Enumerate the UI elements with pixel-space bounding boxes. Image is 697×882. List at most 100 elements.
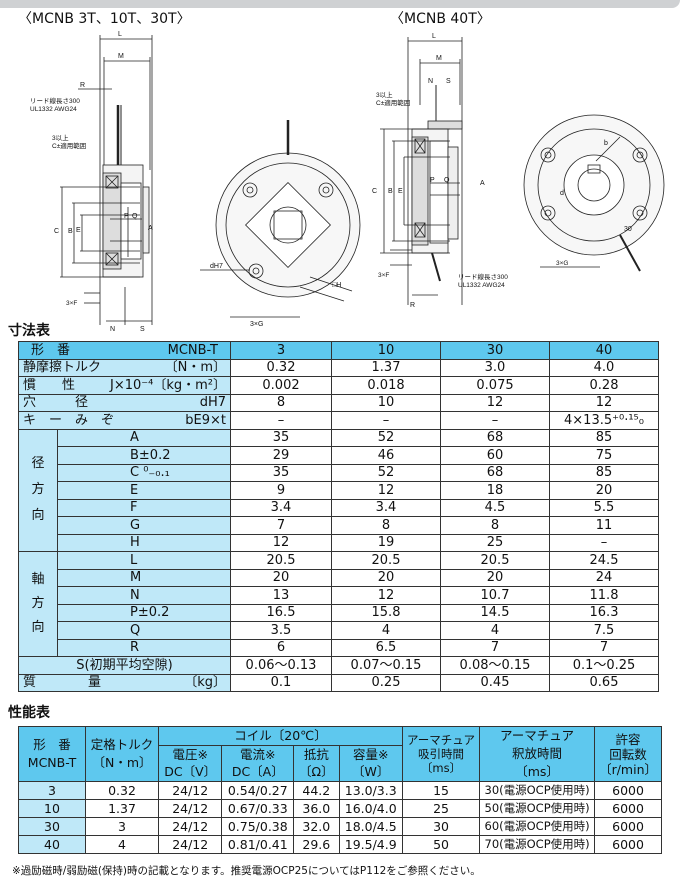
svg-text:リード線長さ300: リード線長さ300 <box>458 272 508 281</box>
cell-value: 7 <box>549 638 659 657</box>
svg-text:E: E <box>398 188 403 195</box>
radial-group-label: 径 方 向 <box>18 428 58 552</box>
right-model-title: 〈MCNB 40T〉 <box>390 11 491 27</box>
cell-value: 12 <box>440 393 550 412</box>
row-label: 質 量 <box>23 675 102 691</box>
table-row: C ⁰₋₀.₁ 35 52 68 85 <box>19 463 659 482</box>
cell-value: 4.5 <box>440 498 550 517</box>
svg-text:C: C <box>372 188 377 195</box>
svg-text:M: M <box>118 53 124 60</box>
cell-value: 52 <box>331 463 441 482</box>
model-name: MCNB-T <box>167 342 218 358</box>
header-line: 〔N・m〕 <box>92 755 152 770</box>
cell-value: 85 <box>549 428 659 447</box>
right-side-labels: L M N S 3以上 C±適用範囲 C B E P Q A 3×F R リード… <box>372 33 508 309</box>
svg-text:B: B <box>388 188 393 195</box>
cell-value: 4×13.5⁺⁰·¹⁵₀ <box>549 411 659 430</box>
svg-text:3×G: 3×G <box>556 260 568 267</box>
header-line: 抵抗 <box>303 747 329 763</box>
cell-value: 11 <box>549 516 659 535</box>
cell-value: 70(電源OCP使用時) <box>479 835 596 854</box>
col-current-header: 電流※ DC〔A〕 <box>221 744 295 783</box>
cell-value: 11.8 <box>549 586 659 605</box>
cell-value: 3.4 <box>331 498 441 517</box>
svg-text:L: L <box>432 33 436 40</box>
table-row: B±0.2 29 46 60 75 <box>19 446 659 465</box>
table-row: Q 3.5 4 4 7.5 <box>19 621 659 640</box>
svg-text:Q: Q <box>132 213 138 220</box>
row-label: G <box>126 516 231 535</box>
svg-text:P: P <box>430 177 435 184</box>
cell-value: 24/12 <box>157 817 223 836</box>
cell-value: 35 <box>230 463 332 482</box>
row-unit: 〔kg〕 <box>184 675 226 691</box>
cell-value: 20 <box>230 568 332 587</box>
header-line: 回転数 <box>609 746 647 762</box>
cell-value: 3.5 <box>230 621 332 640</box>
cell-model: 3 <box>18 781 86 800</box>
cell-value: 52 <box>331 428 441 447</box>
cell-model: 30 <box>18 817 86 836</box>
cell-value: 0.002 <box>230 376 332 395</box>
size-header: 40 <box>549 341 659 360</box>
col-speed-header: 許容 回転数 〔r/min〕 <box>594 726 662 782</box>
cell-value: 32.0 <box>293 817 340 836</box>
row-label: L <box>126 551 231 570</box>
header-line: 吸引時間 <box>418 747 465 761</box>
cell-value: 18 <box>440 481 550 500</box>
cell-value: 0.67/0.33 <box>221 799 295 818</box>
cell-model: 10 <box>18 799 86 818</box>
cell-value: 0.018 <box>331 376 441 395</box>
col-attract-header: アーマチュア 吸引時間 〔ms〕 <box>401 726 481 782</box>
right-front-view <box>523 114 665 272</box>
technical-drawings: L M R リード線長さ300 UL1332 AWG24 3以上 C±適用範囲 … <box>30 31 665 333</box>
cell-value: 44.2 <box>293 781 340 800</box>
cell-value: 0.45 <box>440 673 550 692</box>
row-unit: J×10⁻⁴〔kg・m²〕 <box>110 377 226 393</box>
table-row: 形 番 MCNB-T 3 10 30 40 <box>18 341 659 360</box>
svg-text:M: M <box>436 55 442 62</box>
svg-text:3×G: 3×G <box>250 321 263 328</box>
cell-model: 40 <box>18 835 86 854</box>
cell-value: 20 <box>440 568 550 587</box>
left-model-title: 〈MCNB 3T、10T、30T〉 <box>18 11 191 27</box>
row-label: E <box>126 481 231 500</box>
row-label: 穴 径 <box>23 395 89 411</box>
cell-value: 46 <box>331 446 441 465</box>
cell-value: 35 <box>230 428 332 447</box>
cell-value: 0.08～0.15 <box>440 656 550 675</box>
performance-table: 形 番 MCNB-T 定格トルク 〔N・m〕 コイル〔20℃〕 アーマチュア 吸… <box>18 726 662 854</box>
table-row: 静摩擦トルク〔N・m〕 0.32 1.37 3.0 4.0 <box>18 358 659 377</box>
dimension-section-title: 寸法表 <box>8 323 50 339</box>
model-label: 形 番 <box>31 342 71 358</box>
cell-value: 14.5 <box>440 603 550 622</box>
svg-text:3以上: 3以上 <box>376 90 393 99</box>
cell-value: 6.5 <box>331 638 441 657</box>
cell-value: – <box>549 533 659 552</box>
cell-value: 50(電源OCP使用時) <box>479 799 596 818</box>
cell-value: 10 <box>331 393 441 412</box>
size-header: 30 <box>440 341 550 360</box>
cell-value: 4 <box>331 621 441 640</box>
cell-value: 6000 <box>594 835 662 854</box>
performance-section-title: 性能表 <box>8 705 50 721</box>
left-side-labels: L M R リード線長さ300 UL1332 AWG24 3以上 C±適用範囲 … <box>30 31 153 333</box>
table-row: 40 4 24/12 0.81/0.41 29.6 19.5/4.9 50 70… <box>18 835 662 854</box>
table-row: P±0.2 16.5 15.8 14.5 16.3 <box>19 603 659 622</box>
table-row: M 20 20 20 24 <box>19 568 659 587</box>
cell-value: 0.65 <box>549 673 659 692</box>
cell-value: 6 <box>230 638 332 657</box>
col-voltage-header: 電圧※ DC〔V〕 <box>157 744 223 783</box>
svg-text:P: P <box>124 213 129 220</box>
cell-value: 7 <box>230 516 332 535</box>
cell-value: 36.0 <box>293 799 340 818</box>
svg-text:B: B <box>68 228 73 235</box>
right-side-view <box>380 37 463 305</box>
svg-text:C±適用範囲: C±適用範囲 <box>376 98 410 107</box>
table-row: 3 0.32 24/12 0.54/0.27 44.2 13.0/3.3 15 … <box>18 781 662 800</box>
table-row: N 13 12 10.7 11.8 <box>19 586 659 605</box>
cell-value: 7.5 <box>549 621 659 640</box>
cell-value: 12 <box>230 533 332 552</box>
